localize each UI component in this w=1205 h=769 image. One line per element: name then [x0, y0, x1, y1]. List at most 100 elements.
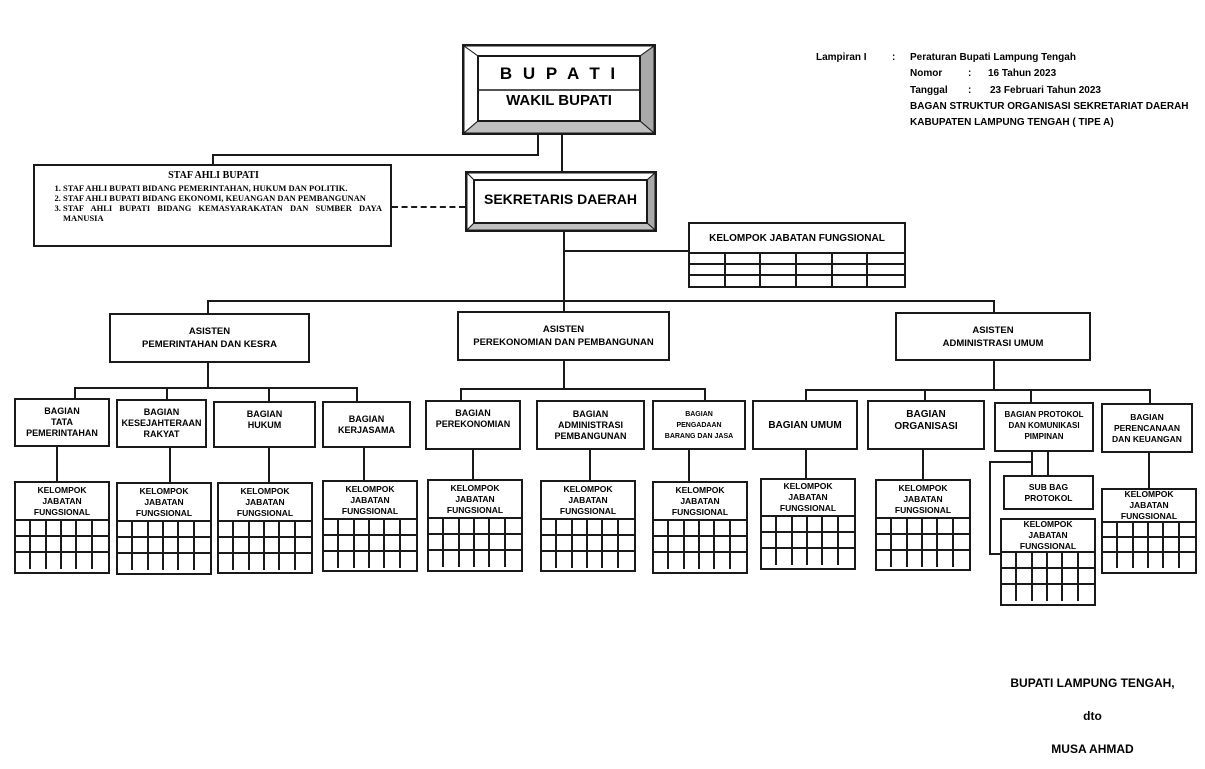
kjf-cell	[370, 552, 386, 568]
kjf-cell	[163, 538, 180, 554]
kjf-cell	[588, 552, 604, 568]
kjf-cell	[46, 537, 62, 553]
kjf-cell	[715, 521, 731, 537]
connector-line	[212, 154, 539, 156]
kjf-cell	[730, 521, 746, 537]
kjf-cell	[838, 533, 854, 549]
kjf-cell	[792, 517, 808, 533]
kjf-cell	[654, 537, 670, 553]
kjf-cell	[1063, 585, 1079, 601]
bagian-pengadaan-barang-jasa: BAGIAN PENGADAAN BARANG DAN JASA	[652, 400, 746, 450]
kjf-line: KELOMPOK	[1023, 519, 1073, 529]
asisten-perekonomian-box: ASISTEN PEREKONOMIAN DAN PEMBANGUNAN	[457, 311, 670, 361]
kjf-sekda: KELOMPOK JABATAN FUNGSIONAL	[688, 222, 906, 288]
tanggal-value: 23 Februari Tahun 2023	[990, 85, 1101, 96]
dashed-connector	[392, 206, 465, 208]
bagian-line: BAGIAN	[44, 406, 80, 416]
connector-line	[56, 446, 58, 482]
kjf-title: KELOMPOK JABATAN FUNGSIONAL	[690, 224, 904, 254]
kjf-cell	[684, 537, 700, 553]
kjf-cell	[280, 538, 296, 554]
kjf-cell	[16, 521, 32, 537]
tanggal-label: Tanggal	[910, 85, 948, 96]
kjf-cell	[669, 521, 685, 537]
kjf-cell	[908, 551, 923, 567]
bagian-line: KERJASAMA	[337, 424, 395, 435]
connector-line	[704, 388, 706, 400]
bevel-frame	[465, 171, 657, 232]
kjf-cell	[474, 535, 491, 551]
kjf-line: JABATAN	[680, 495, 720, 506]
connector-line	[688, 449, 690, 483]
kjf-cell	[557, 520, 573, 536]
kjf-cell	[715, 553, 731, 569]
connector-line	[989, 553, 1002, 555]
kjf-cell	[700, 553, 716, 569]
kjf-cell	[1164, 523, 1180, 538]
kjf-cell	[148, 522, 164, 538]
kjf-cell	[953, 519, 969, 535]
bagian-line: ADMINISTRASI	[558, 419, 623, 430]
kjf-line: FUNGSIONAL	[446, 504, 504, 515]
kjf-line: KELOMPOK	[563, 483, 613, 494]
subbag-line: SUB BAG	[1028, 481, 1069, 492]
kjf-line: FUNGSIONAL	[559, 505, 617, 516]
kjf-grid	[542, 520, 634, 568]
connector-line	[207, 362, 209, 388]
bagian-line: BAGIAN PROTOKOL	[1004, 410, 1084, 419]
staf-ahli-item: STAF AHLI BUPATI BIDANG EKONOMI, KEUANGA…	[63, 193, 382, 203]
bagian-line: PEMBANGUNAN	[554, 430, 627, 441]
kjf-cell	[603, 552, 619, 568]
bagian-kesejahteraan-rakyat: BAGIAN KESEJAHTERAAN RAKYAT	[116, 399, 207, 448]
bagian-line: PENGADAAN	[676, 421, 722, 429]
kjf-cell	[31, 537, 47, 553]
kjf-cell	[385, 536, 401, 552]
kjf-cell	[699, 521, 716, 537]
kjf-line: JABATAN	[455, 493, 495, 504]
kjf-line: KELOMPOK	[783, 481, 833, 491]
connector-line	[1047, 451, 1049, 481]
kjf-cell	[77, 521, 93, 537]
kjf-cell	[459, 519, 475, 535]
asisten-name: PEREKONOMIAN DAN PEMBANGUNAN	[473, 337, 654, 348]
kjf-cell	[133, 522, 149, 538]
kjf-cell	[385, 520, 401, 536]
kjf-cell	[1002, 569, 1018, 585]
kjf-cell	[619, 552, 634, 568]
kjf-cell	[264, 538, 281, 554]
kjf-cell	[699, 537, 716, 553]
staf-ahli-list: STAF AHLI BUPATI BIDANG PEMERINTAHAN, HU…	[45, 183, 382, 223]
bagian-perencanaan-keuangan: BAGIAN PERENCANAAN DAN KEUANGAN	[1101, 403, 1193, 453]
kjf-cell	[280, 522, 296, 538]
kjf-cell	[219, 522, 235, 538]
connector-line	[563, 360, 565, 389]
kjf-cell	[1148, 523, 1165, 538]
kjf-cell	[777, 549, 793, 565]
connector-line	[805, 449, 807, 480]
kjf-cell	[1133, 523, 1149, 538]
kjf-cell	[793, 549, 808, 565]
bagian-hukum: BAGIAN HUKUM	[213, 401, 316, 448]
kjf-cell	[369, 520, 386, 536]
bagian-line: BAGIAN	[143, 407, 180, 417]
kjf-cell	[163, 522, 180, 538]
kjf-cell	[324, 552, 340, 568]
lampiran-label: Lampiran I	[816, 52, 867, 63]
asisten-label: ASISTEN	[542, 324, 585, 335]
kjf-cell	[234, 554, 250, 570]
kjf-cell	[195, 554, 210, 570]
kjf-line: JABATAN	[42, 495, 82, 506]
connector-line	[363, 447, 365, 481]
kjf-cell	[133, 538, 149, 554]
kjf-cell	[47, 553, 62, 569]
bagian-line: KESEJAHTERAAN	[121, 418, 202, 428]
bagian-organisasi: BAGIAN ORGANISASI	[867, 400, 985, 450]
connector-line	[207, 300, 209, 314]
connector-line	[212, 154, 214, 165]
kjf-cell	[1017, 569, 1033, 585]
kjf-line: FUNGSIONAL	[33, 506, 91, 517]
kjf-cell	[444, 551, 460, 567]
